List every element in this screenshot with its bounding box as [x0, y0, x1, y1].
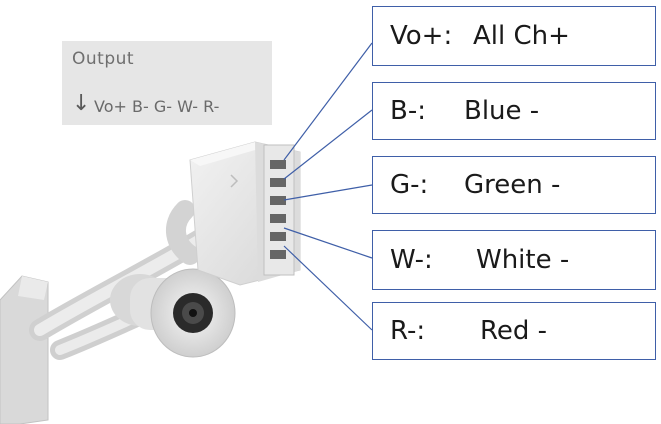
pin-description: All Ch+ [473, 21, 570, 51]
output-label-panel: Output ↓ Vo+ B- G- W- R- [62, 41, 272, 125]
pin-box-b: B-: Blue - [372, 82, 656, 140]
pin-description: Red - [480, 316, 548, 346]
mounting-clip [0, 275, 49, 424]
connector-pins [270, 160, 286, 259]
pin-code: Vo+: [390, 21, 453, 51]
dc-barrel-jack [110, 268, 236, 358]
leader-line-b [283, 109, 373, 180]
leader-line-r [283, 245, 373, 331]
leader-line-g [283, 184, 373, 201]
pin-description: Green - [464, 170, 561, 200]
pin-box-vo: Vo+: All Ch+ [372, 6, 656, 66]
connector-block [189, 141, 301, 286]
pin-code: W-: [390, 245, 433, 275]
output-pin-list: Vo+ B- G- W- R- [94, 97, 220, 116]
pin-box-w: W-: White - [372, 230, 656, 290]
down-arrow-icon: ↓ [72, 91, 91, 116]
leader-line-w [283, 227, 373, 259]
leader-line-vo [283, 42, 373, 161]
pin-description: Blue - [464, 96, 540, 126]
pin-box-g: G-: Green - [372, 156, 656, 214]
pin-code: R-: [390, 316, 426, 346]
pin-code: B-: [390, 96, 426, 126]
pin-description: White - [476, 245, 570, 275]
leader-lines [283, 42, 373, 331]
pin-box-r: R-: Red - [372, 302, 656, 360]
pin-code: G-: [390, 170, 429, 200]
output-title: Output [72, 49, 135, 69]
